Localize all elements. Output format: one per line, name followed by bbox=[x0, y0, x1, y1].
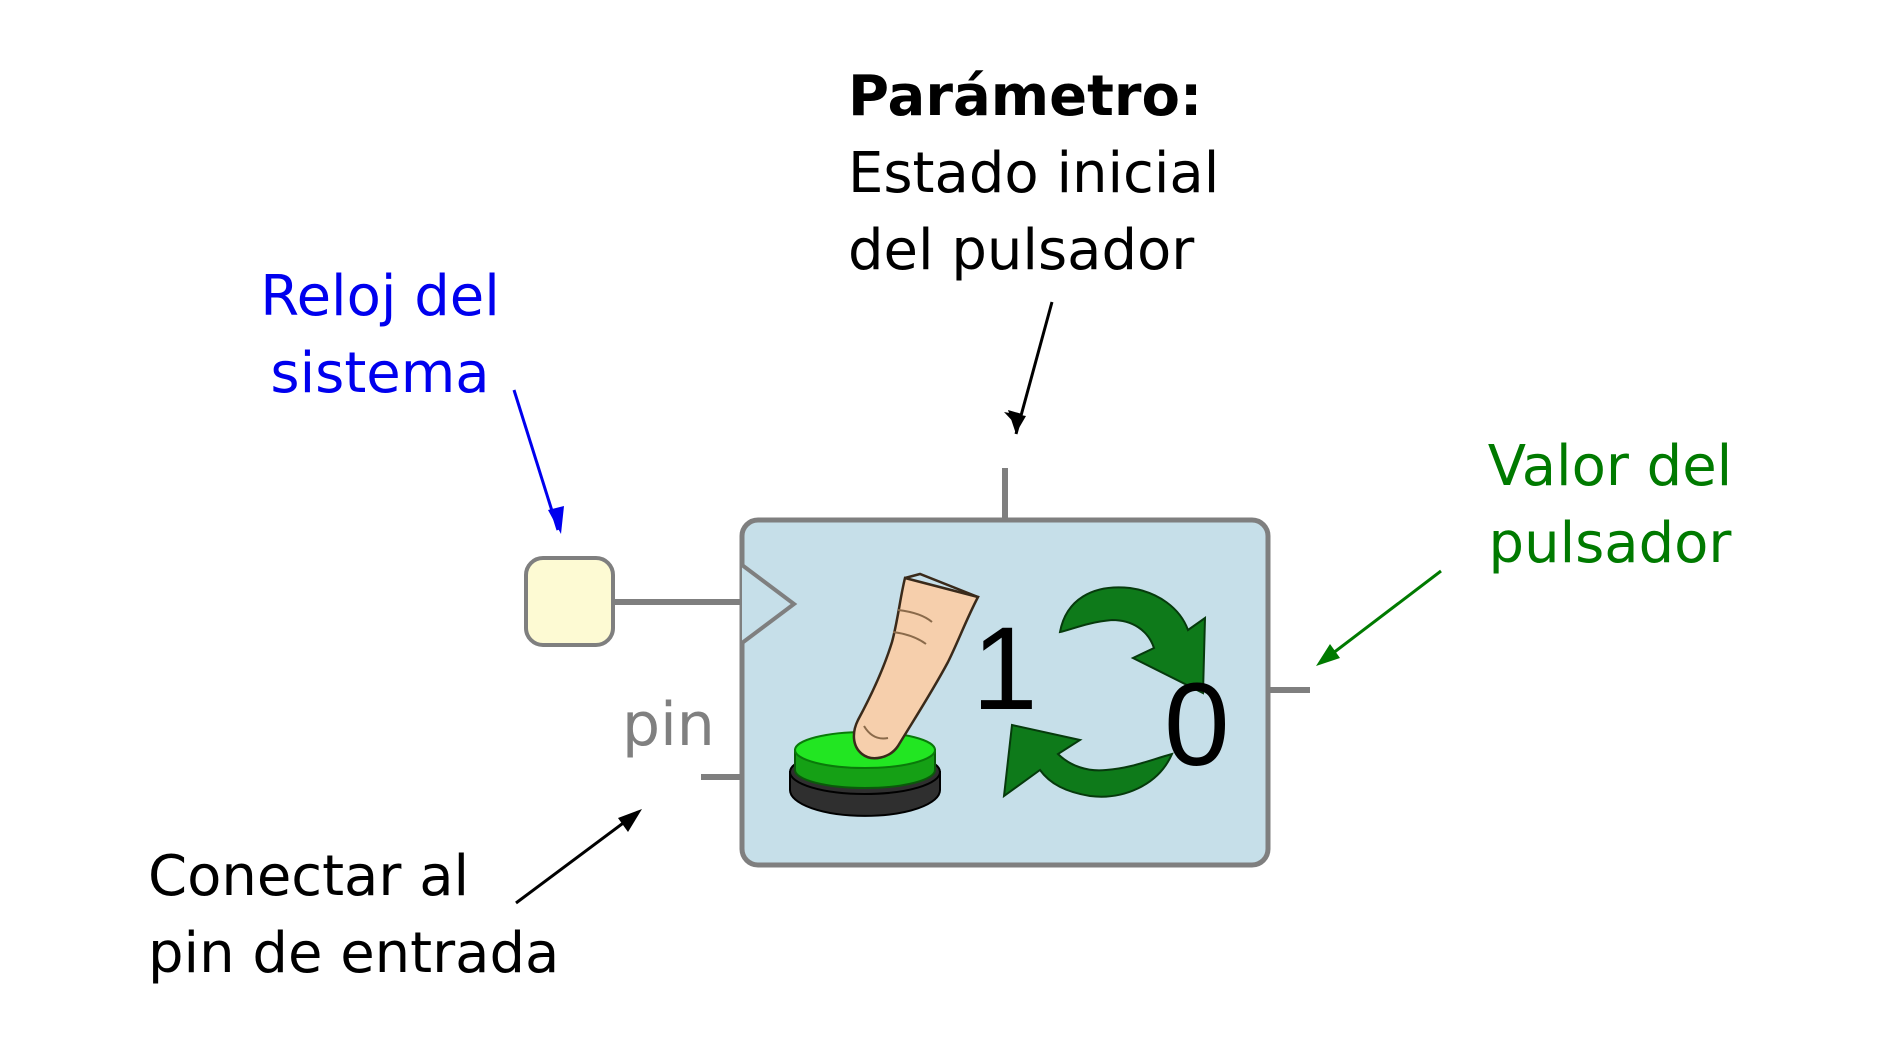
output-label-line1: Valor del bbox=[1487, 434, 1733, 499]
digit-zero: 0 bbox=[1164, 659, 1230, 791]
clock-label-line1: Reloj del bbox=[260, 264, 500, 329]
parameter-arrow bbox=[1014, 301, 1054, 435]
clock-input-triangle bbox=[740, 563, 798, 645]
clock-arrow bbox=[512, 389, 560, 531]
output-label-line2: pulsador bbox=[1488, 511, 1732, 576]
finger-icon bbox=[852, 572, 980, 760]
input-pin-label: pin bbox=[622, 690, 715, 760]
parameter-line2: del pulsador bbox=[848, 218, 1195, 283]
parameter-line1: Estado inicial bbox=[848, 141, 1220, 206]
input-label-line2: pin de entrada bbox=[148, 921, 560, 986]
clock-label-line2: sistema bbox=[270, 341, 490, 406]
digit-one: 1 bbox=[972, 603, 1038, 735]
clock-input-box[interactable] bbox=[524, 556, 615, 647]
parameter-title: Parámetro: bbox=[848, 64, 1203, 129]
input-label-line1: Conectar al bbox=[148, 844, 470, 909]
output-arrow bbox=[1319, 569, 1442, 665]
input-arrow bbox=[515, 810, 639, 905]
toggle-arrows-icon bbox=[1002, 586, 1207, 799]
